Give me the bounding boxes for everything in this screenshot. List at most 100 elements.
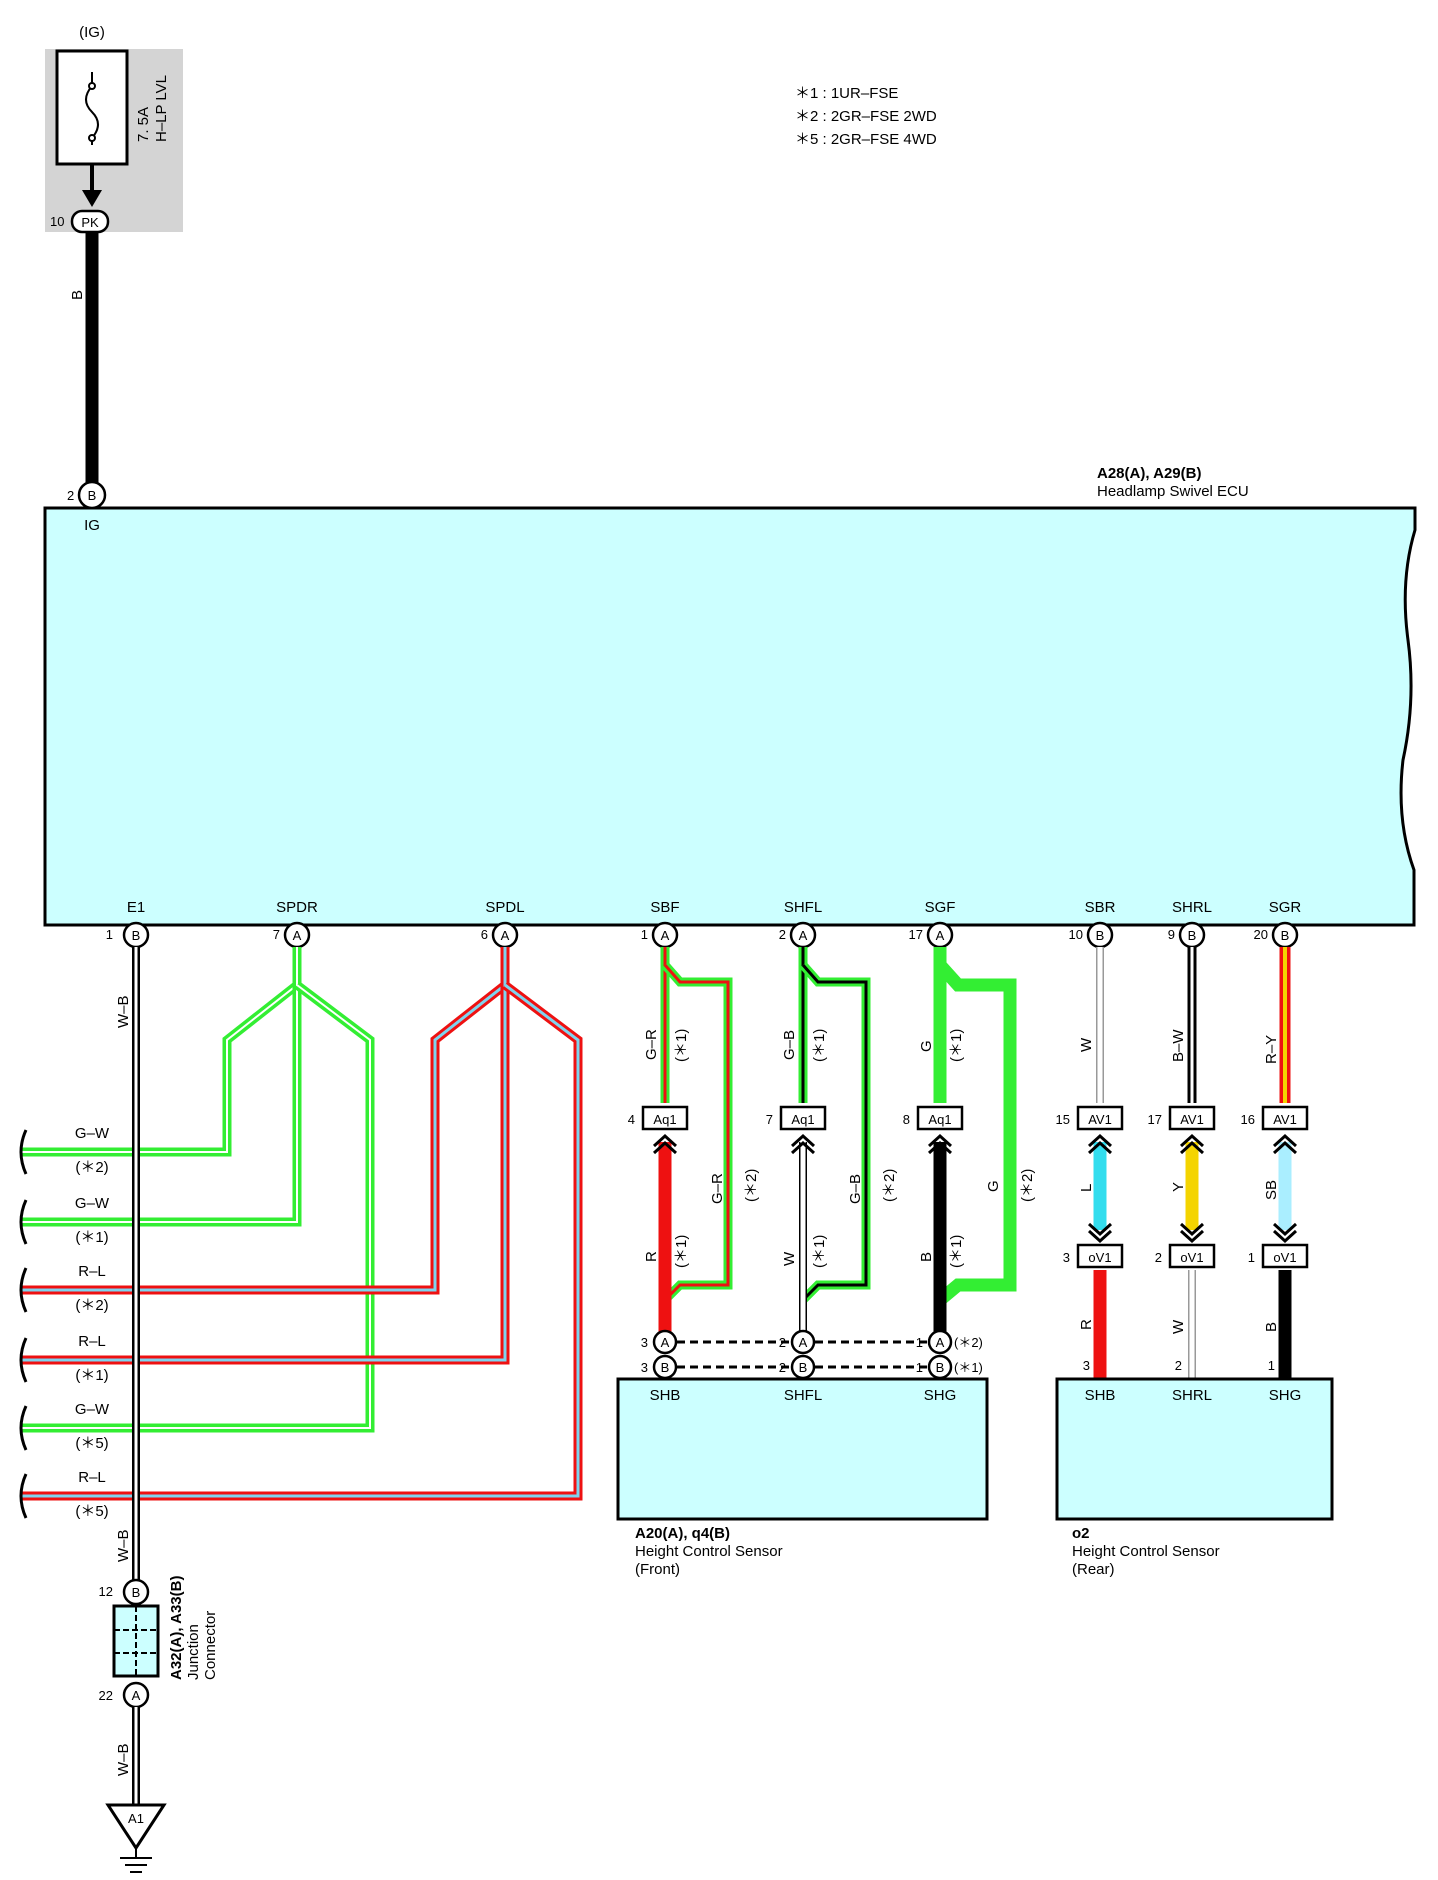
svg-text:R: R xyxy=(643,1251,660,1262)
svg-text:(＊2): (＊2) xyxy=(954,1335,983,1350)
svg-text:17: 17 xyxy=(909,927,923,942)
svg-text:(＊1): (＊1) xyxy=(954,1360,983,1375)
svg-text:SHFL: SHFL xyxy=(784,1387,822,1404)
svg-text:Aq1: Aq1 xyxy=(928,1112,951,1127)
svg-text:7: 7 xyxy=(766,1112,773,1127)
svg-text:A: A xyxy=(132,1688,141,1703)
fuse-name: H–LP LVL xyxy=(153,75,170,142)
ground-label: A1 xyxy=(128,1811,144,1826)
junction-code: A32(A), A33(B) xyxy=(168,1576,185,1680)
svg-text:A: A xyxy=(501,928,510,943)
svg-text:Y: Y xyxy=(1170,1182,1187,1192)
front-sensor-pins: 3 A 2 A 1 A (＊2) 3 B 2 B 1 B (＊1) xyxy=(641,1329,983,1380)
svg-text:9: 9 xyxy=(1168,927,1175,942)
rear-channel-sbr: W L R 15 AV1 3 oV1 3 xyxy=(1056,947,1124,1380)
connector-chevron-icon xyxy=(790,1133,816,1155)
svg-text:A: A xyxy=(936,928,945,943)
svg-text:(＊1): (＊1) xyxy=(673,1029,690,1062)
svg-text:8: 8 xyxy=(903,1112,910,1127)
svg-text:SHB: SHB xyxy=(1085,1387,1116,1404)
svg-text:A: A xyxy=(799,928,808,943)
svg-text:(＊1): (＊1) xyxy=(948,1235,965,1268)
svg-text:W: W xyxy=(1078,1037,1095,1052)
svg-text:1: 1 xyxy=(916,1335,923,1350)
svg-text:A: A xyxy=(661,1335,670,1350)
svg-text:A: A xyxy=(936,1335,945,1350)
front-channel-sbf: G–R (＊1) R (＊1) G–R (＊2) 4 Aq1 xyxy=(628,947,760,1333)
front-channel-sgf: G (＊1) B (＊1) G (＊2) 8 Aq1 xyxy=(903,947,1036,1333)
rear-sensor-code: o2 xyxy=(1072,1525,1090,1542)
svg-text:oV1: oV1 xyxy=(1180,1250,1203,1265)
note-5: ＊5 : 2GR–FSE 4WD xyxy=(795,131,937,148)
rear-sensor-name: Height Control Sensor xyxy=(1072,1543,1220,1560)
svg-text:1: 1 xyxy=(916,1360,923,1375)
svg-text:12: 12 xyxy=(99,1584,113,1599)
svg-text:W: W xyxy=(1170,1319,1187,1334)
connector-chevron-icon xyxy=(1179,1133,1205,1155)
svg-text:B: B xyxy=(132,928,141,943)
svg-text:1: 1 xyxy=(641,927,648,942)
svg-text:A: A xyxy=(799,1335,808,1350)
svg-text:22: 22 xyxy=(99,1688,113,1703)
rear-sensor-sub: (Rear) xyxy=(1072,1561,1115,1578)
svg-text:SHB: SHB xyxy=(650,1387,681,1404)
ecu-name: Headlamp Swivel ECU xyxy=(1097,483,1249,500)
connector-chevron-icon xyxy=(1087,1133,1113,1155)
svg-text:G–R: G–R xyxy=(643,1029,660,1060)
fuse-icon xyxy=(85,72,99,145)
svg-text:(＊2): (＊2) xyxy=(75,1297,108,1314)
svg-text:B: B xyxy=(661,1360,670,1375)
front-height-sensor: SHB SHFL SHG A20(A), q4(B) Height Contro… xyxy=(616,1377,989,1578)
svg-text:E1: E1 xyxy=(127,899,145,916)
svg-text:(＊2): (＊2) xyxy=(1019,1169,1036,1202)
svg-text:SGR: SGR xyxy=(1269,899,1302,916)
svg-text:G–W: G–W xyxy=(75,1125,110,1142)
svg-text:2: 2 xyxy=(1175,1358,1182,1373)
svg-text:SHG: SHG xyxy=(924,1387,957,1404)
left-wire-2: G–W(＊1) xyxy=(19,1195,110,1246)
svg-text:B: B xyxy=(1188,928,1197,943)
svg-text:7: 7 xyxy=(273,927,280,942)
connector-chevron-icon xyxy=(927,1133,953,1155)
svg-text:SHRL: SHRL xyxy=(1172,899,1212,916)
ecu-box xyxy=(43,506,1417,927)
svg-text:(＊5): (＊5) xyxy=(75,1503,108,1520)
connector-chevron-icon xyxy=(1179,1222,1205,1244)
svg-text:B: B xyxy=(132,1585,141,1600)
fuse-arrow-icon xyxy=(82,190,102,207)
spdr-spdl-harness xyxy=(20,947,583,1510)
svg-text:2: 2 xyxy=(779,1360,786,1375)
svg-text:Connector: Connector xyxy=(202,1611,219,1680)
left-wire-ends: G–W(＊2) G–W(＊1) R–L(＊2) R–L(＊1) G–W(＊5) … xyxy=(19,1125,110,1520)
svg-text:SGF: SGF xyxy=(925,899,956,916)
ecu-ig-conn: B xyxy=(88,488,97,503)
junction-connector: 12 B A32(A), A33(B) Junction Connector 2… xyxy=(99,1576,219,1873)
svg-text:1: 1 xyxy=(1248,1250,1255,1265)
supply-wire-color: B xyxy=(69,290,86,300)
svg-text:AV1: AV1 xyxy=(1088,1112,1112,1127)
left-wire-3: R–L(＊2) xyxy=(19,1263,109,1314)
svg-text:3: 3 xyxy=(1083,1358,1090,1373)
svg-text:(＊5): (＊5) xyxy=(75,1435,108,1452)
svg-text:oV1: oV1 xyxy=(1273,1250,1296,1265)
svg-text:Aq1: Aq1 xyxy=(653,1112,676,1127)
svg-text:16: 16 xyxy=(1241,1112,1255,1127)
ecu-code: A28(A), A29(B) xyxy=(1097,465,1201,482)
svg-text:oV1: oV1 xyxy=(1088,1250,1111,1265)
svg-text:(＊1): (＊1) xyxy=(811,1235,828,1268)
svg-text:2: 2 xyxy=(779,927,786,942)
svg-text:R–L: R–L xyxy=(78,1333,106,1350)
svg-text:SHFL: SHFL xyxy=(784,899,822,916)
svg-text:AV1: AV1 xyxy=(1180,1112,1204,1127)
left-wire-5: G–W(＊5) xyxy=(19,1401,110,1452)
ecu-ig-label: IG xyxy=(84,517,100,534)
rear-height-sensor: SHB SHRL SHG o2 Height Control Sensor (R… xyxy=(1055,1377,1334,1578)
svg-text:3: 3 xyxy=(1063,1250,1070,1265)
svg-text:1: 1 xyxy=(106,927,113,942)
svg-text:R–Y: R–Y xyxy=(1263,1035,1280,1064)
svg-text:B: B xyxy=(1263,1322,1280,1332)
